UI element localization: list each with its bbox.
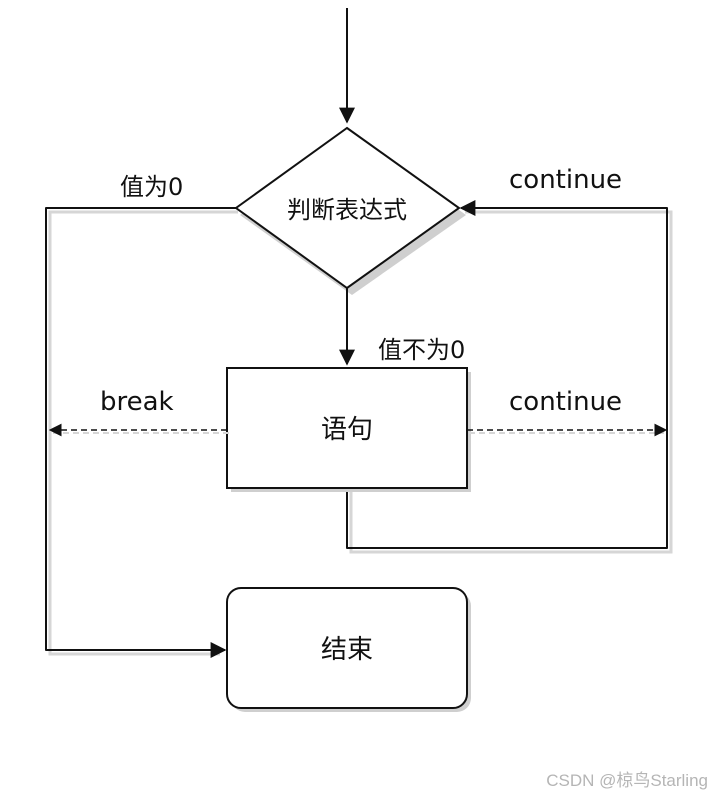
edge-continue-top-label: continue (509, 165, 622, 195)
condition-label: 判断表达式 (287, 196, 407, 224)
edge-continue-mid-label: continue (509, 387, 622, 417)
edge-continue-loop: continue (346, 165, 673, 554)
statement-box: 语句 (226, 367, 471, 492)
edge-nonzero-label: 值不为0 (378, 336, 465, 364)
end-label: 结束 (321, 635, 373, 665)
watermark: CSDN @椋鸟Starling (546, 771, 708, 790)
condition-diamond: 判断表达式 (234, 126, 466, 295)
edge-continue-dashed: continue (467, 387, 668, 437)
end-box: 结束 (226, 587, 471, 712)
edge-zero: 值为0 (45, 173, 238, 658)
statement-label: 语句 (321, 415, 373, 445)
edge-zero-label: 值为0 (120, 173, 183, 201)
edge-break: break (48, 387, 229, 437)
edge-nonzero: 值不为0 (339, 288, 465, 366)
edge-break-label: break (100, 387, 174, 417)
